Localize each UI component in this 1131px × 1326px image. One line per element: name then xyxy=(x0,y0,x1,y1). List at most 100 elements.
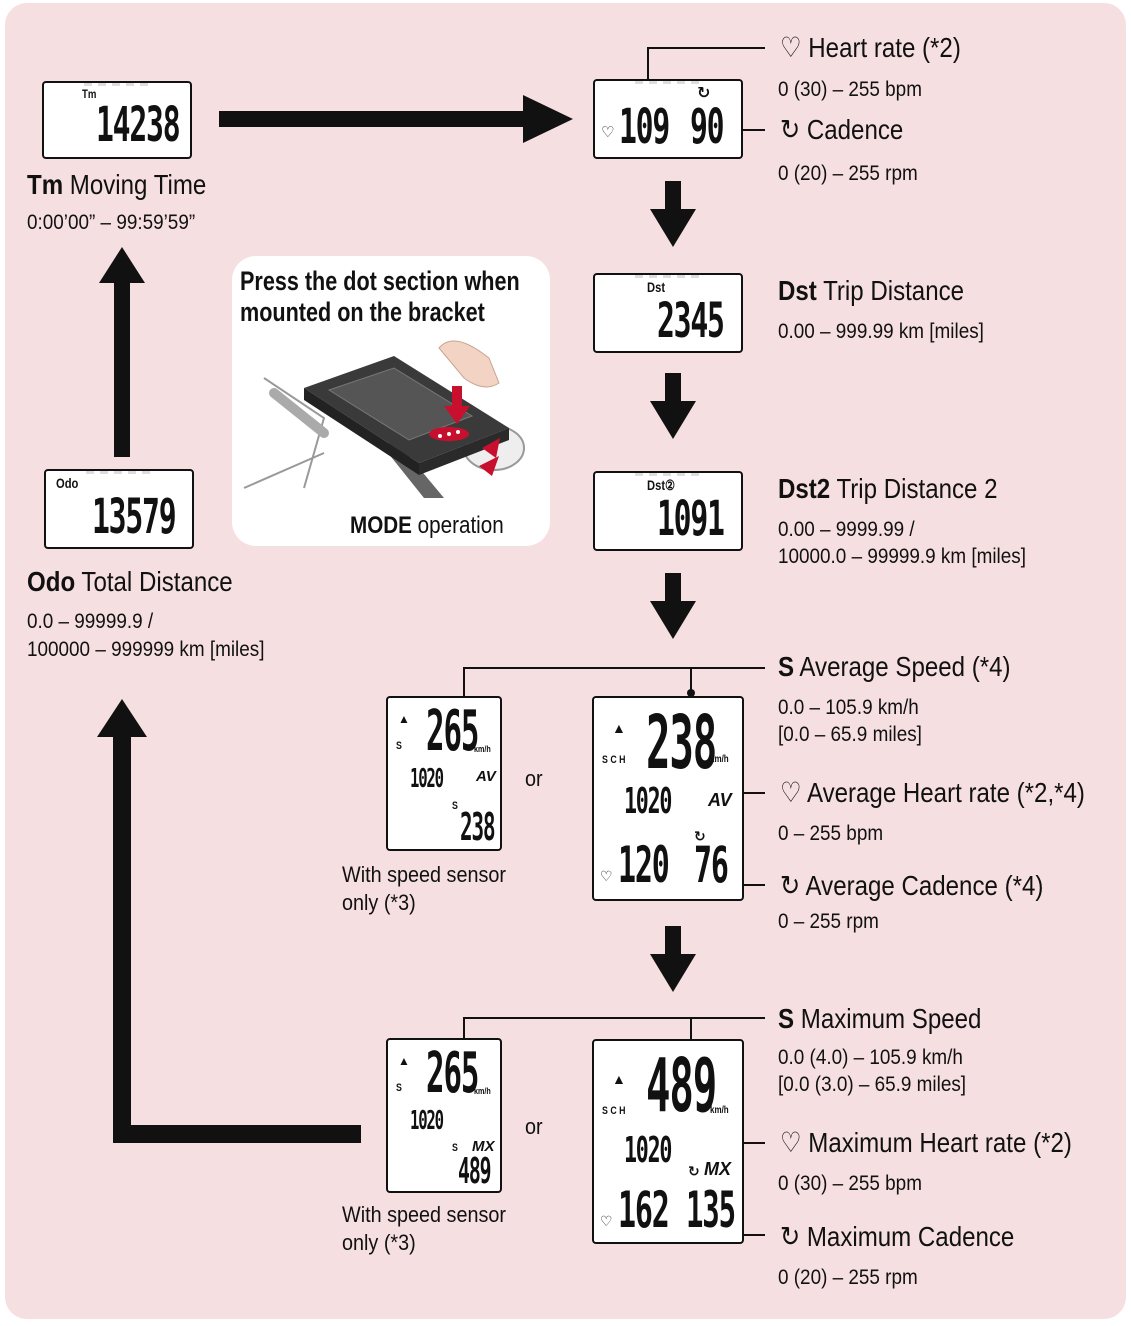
screen-heart: 120 xyxy=(618,836,670,894)
screen-value: 2345 xyxy=(657,293,725,349)
screen-speed: 265 xyxy=(426,1041,479,1106)
screen-value: 489 xyxy=(458,1151,492,1192)
maximum-speed-label: S Maximum Speed xyxy=(778,1003,982,1034)
heart-cadence-screen: ♡ ↻ 109 90 xyxy=(593,79,743,159)
trip-distance-2-range-1: 0.00 – 9999.99 / xyxy=(778,518,915,541)
average-small-screen: ▲ S 265 km/h 1020 AV S 238 xyxy=(386,696,502,851)
sensor-tags: S C H xyxy=(602,754,626,766)
s-tag: S xyxy=(452,800,458,812)
screen-cadence-value: 90 xyxy=(690,99,725,155)
maximum-screen: ▲ S C H 489 km/h 1020 ↻ MX ♡ 162 135 xyxy=(592,1039,744,1244)
av-badge: AV xyxy=(708,790,732,810)
screen-heart-value: 109 xyxy=(619,99,670,155)
heart-icon: ♡ xyxy=(780,777,802,808)
maximum-cadence-label: ↻ Maximum Cadence xyxy=(780,1221,1015,1252)
unit-label: km/h xyxy=(710,1105,729,1116)
heart-icon: ♡ xyxy=(601,124,615,141)
heart-rate-range: 0 (30) – 255 bpm xyxy=(778,78,922,101)
press-callout-title: Press the dot section when mounted on th… xyxy=(240,266,520,327)
speed-only-note-1: With speed sensor xyxy=(342,862,506,887)
cadence-icon: ↻ xyxy=(780,114,801,145)
cadence-icon: ↻ xyxy=(697,85,711,102)
maximum-heart-range: 0 (30) – 255 bpm xyxy=(778,1172,922,1195)
triangle-icon: ▲ xyxy=(398,712,410,726)
diagram-background: Tm 14238 Tm Moving Time 0:00’00” – 99:59… xyxy=(5,3,1126,1319)
average-screen: ▲ S C H 238 km/h 1020 AV ↻ ♡ 120 76 xyxy=(592,696,744,901)
trip-distance-2-label: Dst2 Trip Distance 2 xyxy=(778,473,998,504)
triangle-icon: ▲ xyxy=(398,1054,410,1068)
maximum-speed-range-1: 0.0 (4.0) – 105.9 km/h xyxy=(778,1046,963,1069)
heart-icon: ♡ xyxy=(600,868,613,884)
or-text: or xyxy=(525,766,543,791)
screen-clock: 1020 xyxy=(624,1130,672,1171)
screen-value: 13579 xyxy=(92,489,177,545)
trip-distance-2-range-2: 10000.0 – 99999.9 km [miles] xyxy=(778,545,1026,568)
heart-icon: ♡ xyxy=(600,1213,613,1229)
moving-time-screen: Tm 14238 xyxy=(42,81,192,159)
screen-cadence: 76 xyxy=(694,836,729,894)
speed-only-note-2: only (*3) xyxy=(342,890,416,915)
average-heart-label: ♡ Average Heart rate (*2,*4) xyxy=(780,777,1085,808)
heart-icon: ♡ xyxy=(780,32,802,63)
cadence-icon: ↻ xyxy=(688,1163,700,1179)
odometer-screen: Odo 13579 xyxy=(44,469,194,549)
s-tag: S xyxy=(452,1142,458,1154)
screen-clock: 1020 xyxy=(410,764,444,794)
screen-cadence: 135 xyxy=(686,1181,736,1239)
speed-only-note-2: only (*3) xyxy=(342,1230,416,1255)
av-badge: AV xyxy=(476,768,496,785)
heart-rate-label: ♡ Heart rate (*2) xyxy=(780,32,961,63)
maximum-speed-range-2: [0.0 (3.0) – 65.9 miles] xyxy=(778,1073,967,1096)
screen-value: 238 xyxy=(460,805,496,849)
sensor-tags: S C H xyxy=(602,1105,626,1117)
flow-arrows xyxy=(97,47,765,1239)
triangle-icon: ▲ xyxy=(612,720,626,736)
screen-speed: 265 xyxy=(426,699,479,764)
screen-clock: 1020 xyxy=(410,1106,444,1136)
trip-distance-range: 0.00 – 999.99 km [miles] xyxy=(778,320,984,343)
cadence-icon: ↻ xyxy=(780,1221,801,1252)
cadence-label: ↻ Cadence xyxy=(780,114,904,145)
speed-sensor-tag: S xyxy=(396,740,402,752)
screen-tag: Dst xyxy=(647,279,666,295)
or-text: or xyxy=(525,1114,543,1139)
mx-badge: MX xyxy=(472,1138,495,1155)
trip-distance-label: Dst Trip Distance xyxy=(778,275,965,306)
screen-value: 14238 xyxy=(96,97,181,153)
cadence-range: 0 (20) – 255 rpm xyxy=(778,162,918,185)
speed-sensor-tag: S xyxy=(396,1082,402,1094)
maximum-small-screen: ▲ S 265 km/h 1020 S MX 489 xyxy=(386,1038,502,1193)
device-illustration xyxy=(243,340,525,498)
heart-icon: ♡ xyxy=(780,1127,802,1158)
cadence-icon: ↻ xyxy=(694,828,706,844)
average-speed-range-2: [0.0 – 65.9 miles] xyxy=(778,723,922,746)
unit-label: km/h xyxy=(474,1086,491,1096)
odometer-label: Odo Total Distance xyxy=(27,566,233,597)
trip-distance-2-screen: Dst② 1091 xyxy=(593,471,743,551)
press-callout: Press the dot section when mounted on th… xyxy=(232,256,550,546)
maximum-cadence-range: 0 (20) – 255 rpm xyxy=(778,1266,918,1289)
moving-time-range: 0:00’00” – 99:59’59” xyxy=(27,211,196,234)
average-heart-range: 0 – 255 bpm xyxy=(778,822,884,845)
press-callout-caption: MODE operation xyxy=(350,512,504,539)
screen-tag: Odo xyxy=(56,475,79,491)
screen-speed: 238 xyxy=(646,700,717,786)
cadence-icon: ↻ xyxy=(780,870,801,901)
screen-tag: Dst② xyxy=(647,477,676,493)
mx-badge: MX xyxy=(704,1159,731,1179)
screen-clock: 1020 xyxy=(624,781,672,822)
odometer-range-1: 0.0 – 99999.9 / xyxy=(27,610,154,633)
odometer-range-2: 100000 – 999999 km [miles] xyxy=(27,638,265,661)
screen-value: 1091 xyxy=(657,491,725,547)
average-speed-range-1: 0.0 – 105.9 km/h xyxy=(778,696,919,719)
screen-tag: Tm xyxy=(82,87,97,101)
speed-only-note-1: With speed sensor xyxy=(342,1202,506,1227)
average-speed-label: S Average Speed (*4) xyxy=(778,651,1011,682)
unit-label: km/h xyxy=(710,754,729,765)
screen-speed: 489 xyxy=(646,1043,717,1129)
average-cadence-label: ↻ Average Cadence (*4) xyxy=(780,870,1044,901)
maximum-heart-label: ♡ Maximum Heart rate (*2) xyxy=(780,1127,1072,1158)
screen-heart: 162 xyxy=(618,1181,670,1239)
triangle-icon: ▲ xyxy=(612,1071,626,1087)
unit-label: km/h xyxy=(474,744,491,754)
